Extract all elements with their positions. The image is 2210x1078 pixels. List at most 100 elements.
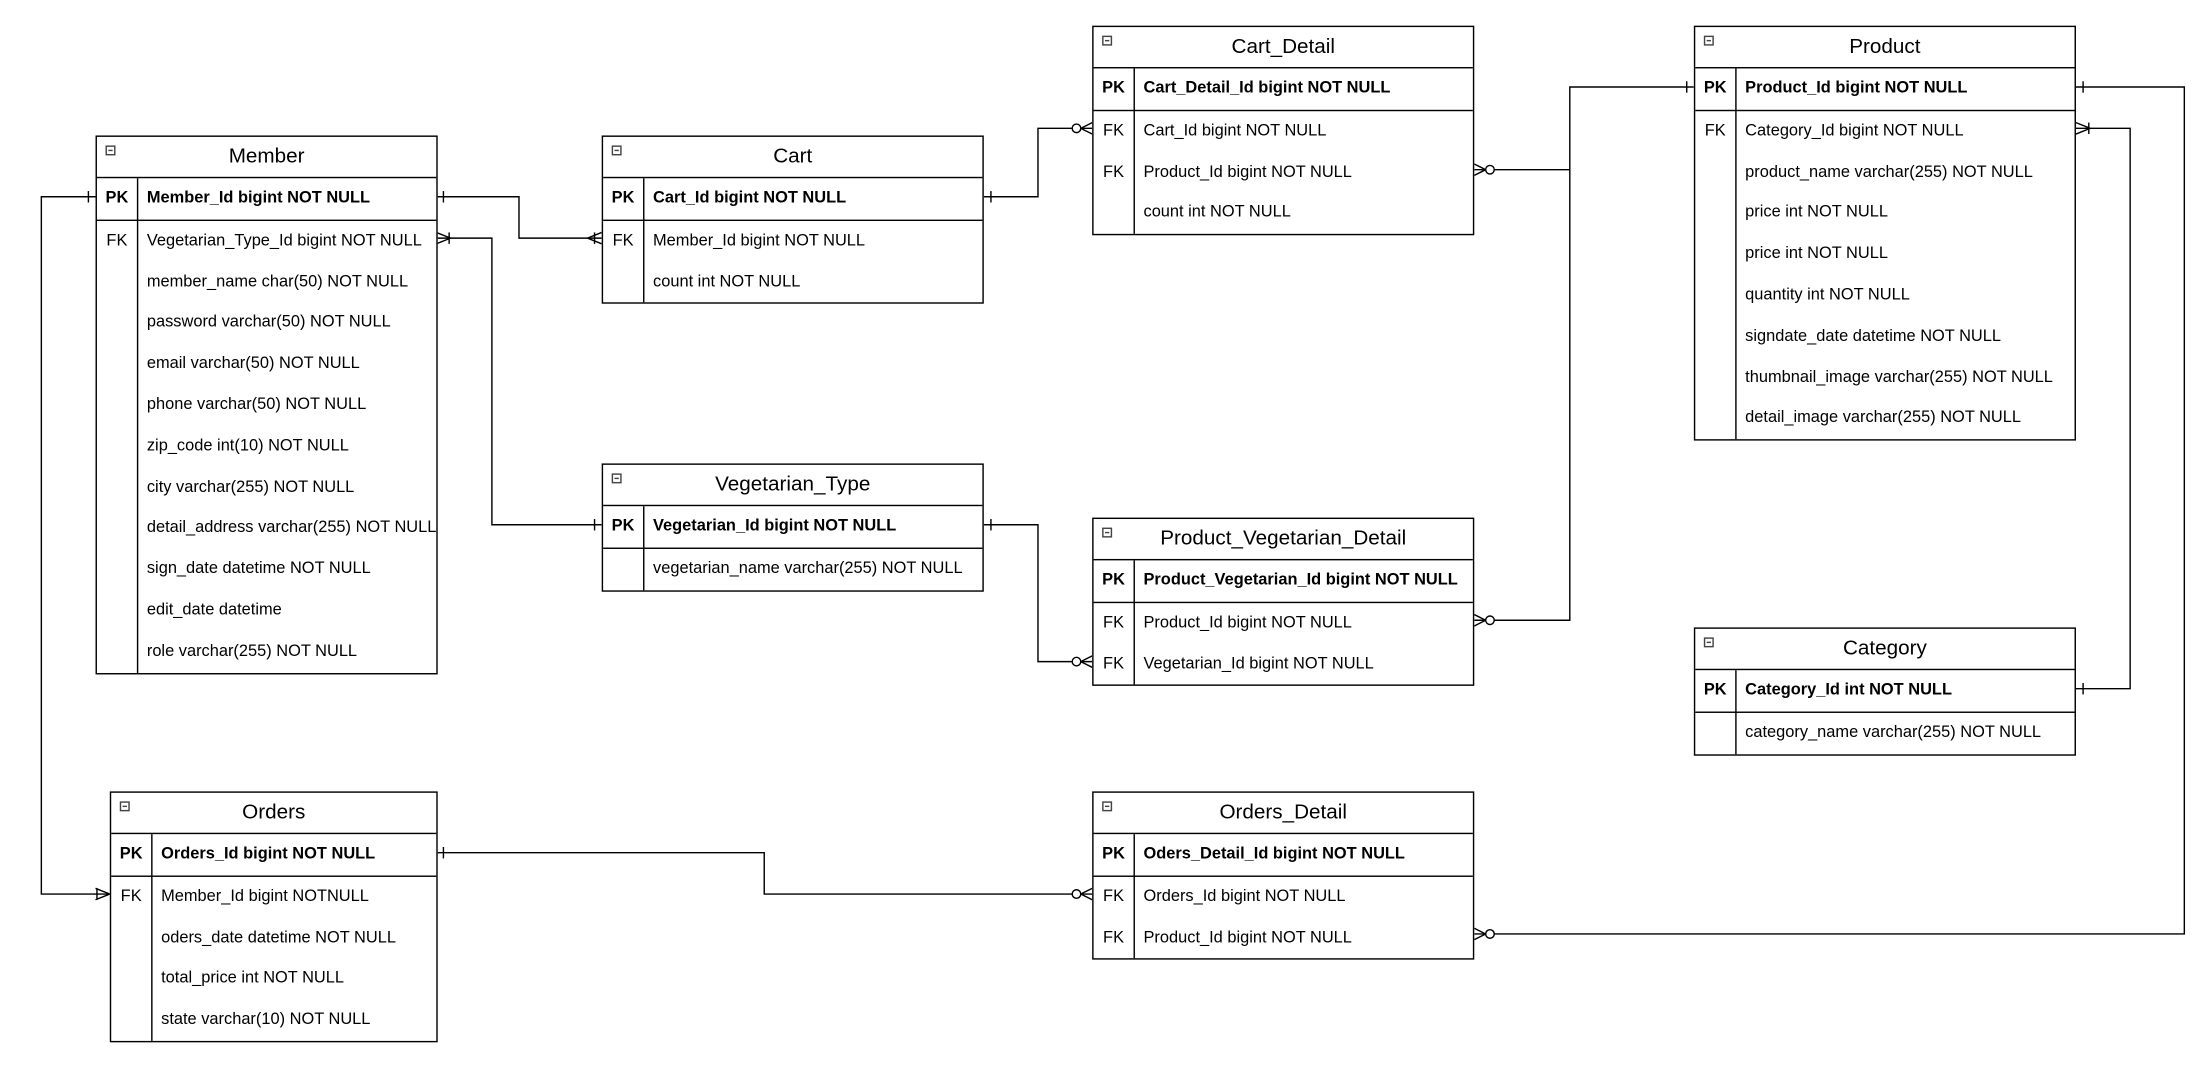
column-text: product_name varchar(255) NOT NULL: [1745, 163, 2033, 181]
entity-vegetarian-type[interactable]: Vegetarian_Type PK Vegetarian_Id bigint …: [601, 463, 984, 592]
column-row[interactable]: quantity int NOT NULL: [1695, 275, 2074, 316]
column-text: Cart_Id bigint NOT NULL: [653, 189, 847, 207]
column-text: Member_Id bigint NOTNULL: [161, 888, 369, 906]
collapse-icon[interactable]: [1703, 637, 1714, 648]
pk-row[interactable]: PK Product_Vegetarian_Id bigint NOT NULL: [1094, 560, 1473, 601]
column-text: email varchar(50) NOT NULL: [146, 355, 360, 373]
collapse-icon[interactable]: [1102, 527, 1113, 538]
column-text: oders_date datetime NOT NULL: [161, 929, 396, 947]
column-row[interactable]: count int NOT NULL: [1094, 193, 1473, 234]
entity-header: Category: [1695, 629, 2075, 671]
entity-title: Vegetarian_Type: [715, 473, 871, 497]
pk-row[interactable]: PK Cart_Detail_Id bigint NOT NULL: [1094, 68, 1473, 109]
column-text: Cart_Id bigint NOT NULL: [1143, 122, 1327, 140]
column-row[interactable]: phone varchar(50) NOT NULL: [97, 385, 436, 426]
column-text: city varchar(255) NOT NULL: [146, 478, 355, 496]
column-row[interactable]: price int NOT NULL: [1695, 193, 2074, 234]
entity-category[interactable]: Category PK Category_Id int NOT NULL cat…: [1693, 627, 2076, 756]
pk-row[interactable]: PK Orders_Id bigint NOT NULL: [111, 834, 436, 875]
rel-member-orders: [40, 191, 111, 901]
collapse-icon[interactable]: [1703, 35, 1714, 46]
pk-label: PK: [1703, 681, 1727, 699]
column-row[interactable]: vegetarian_name varchar(255) NOT NULL: [603, 549, 982, 590]
key-label: FK: [1103, 614, 1125, 632]
rel-vegetarian-type-pvd: [983, 519, 1093, 668]
column-row[interactable]: edit_date datetime: [97, 590, 436, 631]
column-row[interactable]: total_price int NOT NULL: [111, 959, 436, 1000]
entity-header: Orders_Detail: [1093, 793, 1473, 835]
column-row[interactable]: email varchar(50) NOT NULL: [97, 344, 436, 385]
entity-header: Vegetarian_Type: [603, 465, 983, 507]
column-row[interactable]: detail_address varchar(255) NOT NULL: [97, 508, 437, 549]
collapse-icon[interactable]: [1102, 35, 1113, 46]
column-text: Cart_Detail_Id bigint NOT NULL: [1143, 79, 1391, 97]
pk-row[interactable]: PK Member_Id bigint NOT NULL: [97, 178, 436, 219]
rel-member-cart: [436, 191, 602, 245]
entity-product-vegetarian-detail[interactable]: Product_Vegetarian_Detail PK Product_Veg…: [1092, 517, 1475, 687]
column-row[interactable]: state varchar(10) NOT NULL: [111, 1000, 436, 1041]
collapse-icon[interactable]: [105, 145, 116, 156]
collapse-icon[interactable]: [611, 145, 622, 156]
rel-pvd-product: [1473, 169, 1571, 627]
column-row[interactable]: member_name char(50) NOT NULL: [97, 262, 436, 303]
column-text: total_price int NOT NULL: [161, 970, 344, 988]
column-row[interactable]: role varchar(255) NOT NULL: [97, 631, 436, 672]
rel-cart-cart-detail: [983, 121, 1093, 203]
column-row[interactable]: password varchar(50) NOT NULL: [97, 303, 436, 344]
entity-orders-detail[interactable]: Orders_Detail PK Oders_Detail_Id bigint …: [1092, 791, 1475, 961]
entity-header: Orders: [111, 793, 437, 835]
pk-row[interactable]: PK Cart_Id bigint NOT NULL: [603, 178, 982, 219]
pk-row[interactable]: PK Vegetarian_Id bigint NOT NULL: [603, 506, 982, 547]
column-text: Product_Id bigint NOT NULL: [1143, 614, 1352, 632]
column-row[interactable]: product_name varchar(255) NOT NULL: [1695, 152, 2074, 193]
collapse-icon[interactable]: [1102, 801, 1113, 812]
collapse-icon[interactable]: [611, 473, 622, 484]
column-text: Product_Id bigint NOT NULL: [1143, 163, 1352, 181]
column-row[interactable]: zip_code int(10) NOT NULL: [97, 426, 436, 467]
entity-product[interactable]: Product PK Product_Id bigint NOT NULL FK…: [1693, 25, 2076, 441]
column-row[interactable]: city varchar(255) NOT NULL: [97, 467, 436, 508]
key-label: FK: [1103, 888, 1125, 906]
column-text: signdate_date datetime NOT NULL: [1745, 327, 2001, 345]
key-label: FK: [1103, 655, 1125, 673]
column-row[interactable]: FK Product_Id bigint NOT NULL: [1094, 603, 1473, 644]
pk-row[interactable]: PK Category_Id int NOT NULL: [1695, 670, 2074, 711]
entity-cart-detail[interactable]: Cart_Detail PK Cart_Detail_Id bigint NOT…: [1092, 25, 1475, 236]
column-text: Member_Id bigint NOT NULL: [146, 189, 371, 207]
column-row[interactable]: oders_date datetime NOT NULL: [111, 918, 436, 959]
entity-title: Orders_Detail: [1219, 801, 1347, 825]
rel-product-orders-detail: [1473, 81, 2186, 941]
entity-header: Member: [96, 137, 437, 179]
column-text: Vegetarian_Type_Id bigint NOT NULL: [146, 232, 422, 250]
entity-header: Product_Vegetarian_Detail: [1093, 519, 1473, 561]
rel-member-vegetarian-type: [436, 231, 602, 531]
rel-orders-orders-detail: [436, 846, 1093, 901]
pk-row[interactable]: PK Oders_Detail_Id bigint NOT NULL: [1094, 834, 1473, 875]
collapse-icon[interactable]: [119, 801, 130, 812]
column-row[interactable]: thumbnail_image varchar(255) NOT NULL: [1695, 357, 2074, 398]
column-text: zip_code int(10) NOT NULL: [146, 437, 349, 455]
column-row[interactable]: count int NOT NULL: [603, 262, 982, 303]
column-row[interactable]: price int NOT NULL: [1695, 234, 2074, 275]
column-text: sign_date datetime NOT NULL: [146, 560, 371, 578]
pk-row[interactable]: PK Product_Id bigint NOT NULL: [1695, 68, 2074, 109]
rel-category-product: [2075, 121, 2131, 695]
column-text: phone varchar(50) NOT NULL: [146, 396, 367, 414]
column-row[interactable]: detail_image varchar(255) NOT NULL: [1695, 398, 2074, 439]
column-row[interactable]: signdate_date datetime NOT NULL: [1695, 316, 2074, 357]
pk-label: PK: [1102, 79, 1125, 97]
column-row[interactable]: sign_date datetime NOT NULL: [97, 549, 436, 590]
column-row[interactable]: category_name varchar(255) NOT NULL: [1695, 713, 2074, 754]
